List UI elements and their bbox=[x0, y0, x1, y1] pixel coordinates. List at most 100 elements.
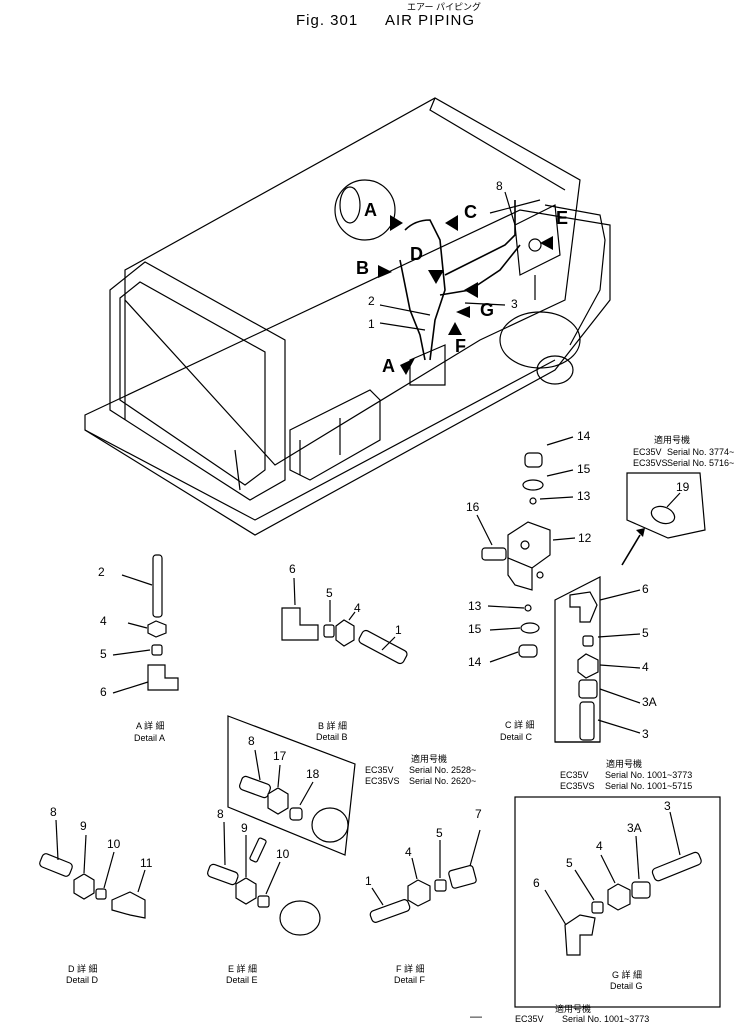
callout-a-5: 5 bbox=[100, 647, 107, 661]
callout-2-main: 2 bbox=[368, 294, 375, 308]
detail-d-drawing bbox=[39, 819, 146, 919]
callout-g-3: 3 bbox=[664, 799, 671, 813]
detail-g-caption-jp: G 詳 細 bbox=[612, 970, 643, 980]
callout-d-8: 8 bbox=[50, 805, 57, 819]
sub-serial-model-2: EC35VS bbox=[560, 781, 595, 791]
callout-ebox-18: 18 bbox=[306, 767, 320, 781]
callout-a-bottom: A bbox=[382, 356, 395, 376]
serial-19-head: 適用号機 bbox=[654, 435, 691, 445]
callout-e-8: 8 bbox=[217, 807, 224, 821]
callout-a-top: A bbox=[364, 200, 377, 220]
callout-d: D bbox=[410, 244, 423, 264]
callout-g-4: 4 bbox=[596, 839, 603, 853]
ebox-serial-number-2: Serial No. 2620~ bbox=[409, 776, 477, 786]
callout-b-1: 1 bbox=[395, 623, 402, 637]
callout-g: G bbox=[480, 300, 495, 320]
callout-d-11: 11 bbox=[140, 856, 153, 870]
callout-8-main: 8 bbox=[496, 179, 503, 193]
sub-serial-number-2: Serial No. 1001~5715 bbox=[605, 781, 693, 791]
detail-c-caption-jp: C 詳 細 bbox=[505, 720, 535, 730]
callout-f-5: 5 bbox=[436, 826, 443, 840]
callout-d-9: 9 bbox=[80, 819, 87, 833]
callout-f-1: 1 bbox=[365, 874, 372, 888]
callout-ebox-17: 17 bbox=[273, 749, 287, 763]
detail-g-caption: Detail G bbox=[610, 981, 643, 991]
callout-sub-6: 6 bbox=[642, 582, 649, 596]
callout-c-12: 12 bbox=[578, 531, 592, 545]
main-leaders bbox=[379, 191, 541, 331]
callout-1-main: 1 bbox=[368, 317, 375, 331]
callout-f-7: 7 bbox=[475, 807, 482, 821]
callout-c-16: 16 bbox=[466, 500, 480, 514]
detail-g-foot-serial: Serial No. 1001~3773 bbox=[562, 1014, 650, 1024]
detail-b-caption: Detail B bbox=[316, 732, 348, 742]
ebox-serial-number-1: Serial No. 2528~ bbox=[409, 765, 477, 775]
detail-b-caption-jp: B 詳 細 bbox=[318, 721, 348, 731]
callout-sub-5: 5 bbox=[642, 626, 649, 640]
detail-a-caption: Detail A bbox=[134, 733, 166, 743]
sub-serial-model-1: EC35V bbox=[560, 770, 589, 780]
serial-19-number-1: Serial No. 3774~ bbox=[667, 447, 735, 457]
callout-arrows bbox=[378, 215, 553, 375]
serial-19-number-2: Serial No. 5716~ bbox=[667, 458, 735, 468]
sub-serial-head: 適用号機 bbox=[606, 759, 643, 769]
callout-a-4: 4 bbox=[100, 614, 107, 628]
detail-e-drawing bbox=[207, 821, 321, 936]
detail-e-caption: Detail E bbox=[226, 975, 258, 985]
callout-c-13-top: 13 bbox=[577, 489, 591, 503]
callout-3-main: 3 bbox=[511, 297, 518, 311]
detail-a-caption-jp: A 詳 細 bbox=[136, 721, 165, 731]
ebox-serial-model-1: EC35V bbox=[365, 765, 394, 775]
detail-a-drawing bbox=[112, 554, 179, 694]
detail-f-caption: Detail F bbox=[394, 975, 426, 985]
page-title: AIR PIPING bbox=[385, 12, 476, 29]
machine-body bbox=[84, 97, 611, 536]
callout-b-5: 5 bbox=[326, 586, 333, 600]
callout-d-10: 10 bbox=[107, 837, 121, 851]
detail-c-caption: Detail C bbox=[500, 732, 533, 742]
detail-d-caption-jp: D 詳 細 bbox=[68, 964, 98, 974]
detail-f-caption-jp: F 詳 細 bbox=[396, 964, 425, 974]
callout-g-5: 5 bbox=[566, 856, 573, 870]
callout-g-3a: 3A bbox=[627, 821, 642, 835]
callout-c-15-bottom: 15 bbox=[468, 622, 482, 636]
figure-number: Fig. 301 bbox=[296, 12, 359, 29]
callout-19: 19 bbox=[676, 480, 690, 494]
callout-e-9: 9 bbox=[241, 821, 248, 835]
detail-c-drawing bbox=[476, 436, 706, 743]
serial-19-model-2: EC35VS bbox=[633, 458, 668, 468]
ebox-serial-model-2: EC35VS bbox=[365, 776, 400, 786]
callout-e-10: 10 bbox=[276, 847, 290, 861]
callout-c: C bbox=[464, 202, 477, 222]
callout-a-6: 6 bbox=[100, 685, 107, 699]
callout-f-4: 4 bbox=[405, 845, 412, 859]
serial-19-model-1: EC35V bbox=[633, 447, 662, 457]
detail-g-dash: — bbox=[470, 1009, 482, 1023]
callout-a-2: 2 bbox=[98, 565, 105, 579]
callout-b-6: 6 bbox=[289, 562, 296, 576]
detail-f-drawing bbox=[369, 829, 481, 923]
callout-sub-3: 3 bbox=[642, 727, 649, 741]
detail-g-drawing bbox=[514, 796, 721, 1008]
detail-g-foot-head: 適用号機 bbox=[555, 1004, 592, 1014]
callout-b-4: 4 bbox=[354, 601, 361, 615]
callout-c-15-top: 15 bbox=[577, 462, 591, 476]
callout-c-14-top: 14 bbox=[577, 429, 591, 443]
callout-sub-4: 4 bbox=[642, 660, 649, 674]
detail-e-box-drawing bbox=[227, 715, 356, 856]
detail-b-drawing bbox=[281, 577, 408, 665]
callout-sub-3a: 3A bbox=[642, 695, 657, 709]
detail-d-caption: Detail D bbox=[66, 975, 99, 985]
callout-b: B bbox=[356, 258, 369, 278]
callout-ebox-8: 8 bbox=[248, 734, 255, 748]
callout-f: F bbox=[455, 336, 466, 356]
callout-c-14-bottom: 14 bbox=[468, 655, 482, 669]
title-japanese: エアー パイピング bbox=[407, 2, 481, 12]
callout-c-13-bottom: 13 bbox=[468, 599, 482, 613]
ebox-serial-head: 適用号機 bbox=[411, 754, 448, 764]
sub-serial-number-1: Serial No. 1001~3773 bbox=[605, 770, 693, 780]
detail-g-foot-model: EC35V bbox=[515, 1014, 544, 1024]
callout-g-6: 6 bbox=[533, 876, 540, 890]
callout-e: E bbox=[556, 208, 569, 228]
